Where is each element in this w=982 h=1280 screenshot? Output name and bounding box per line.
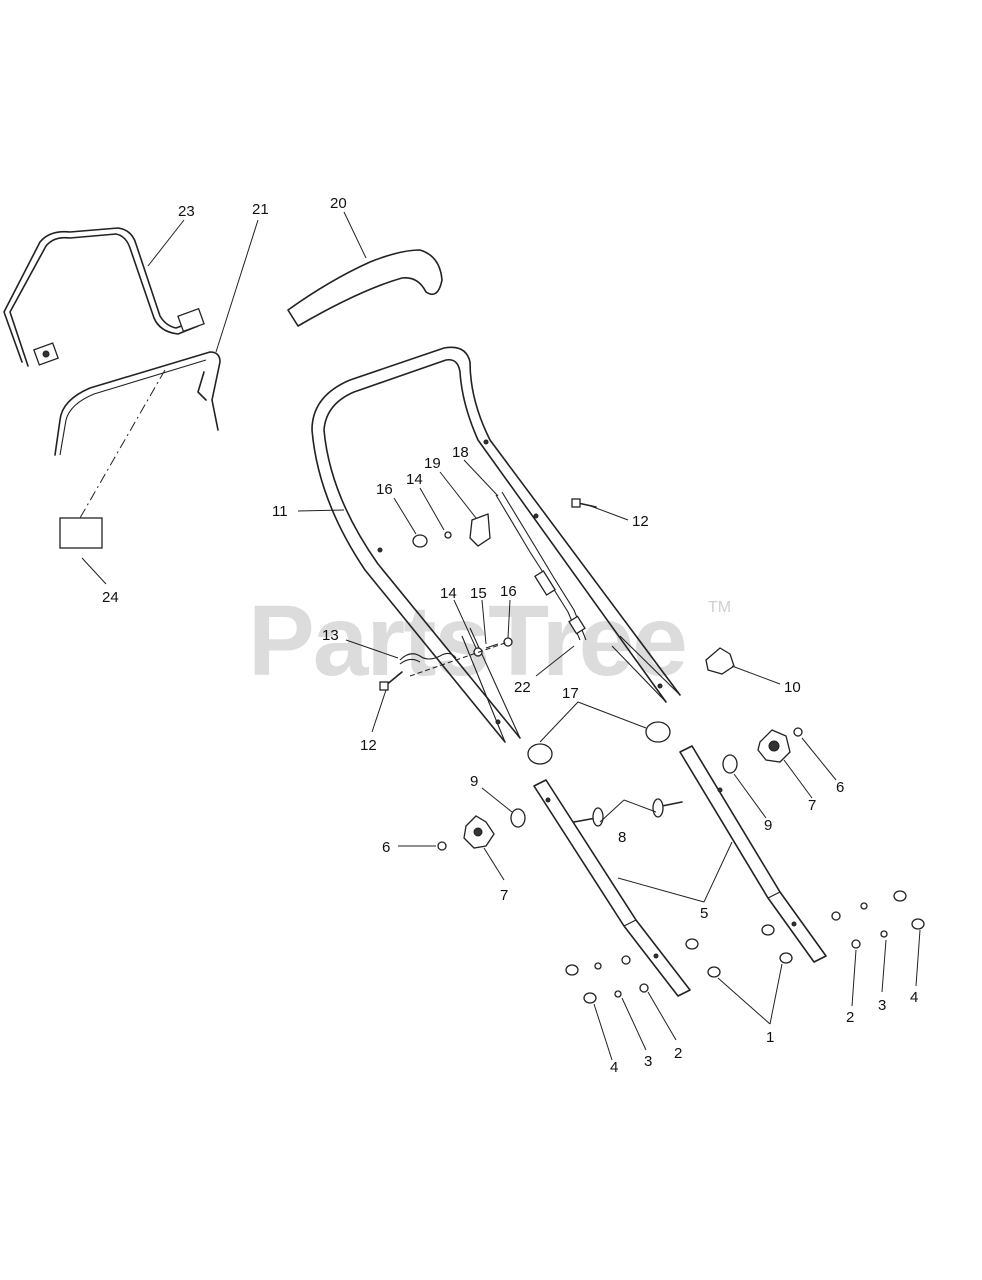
callout-15: 15	[470, 585, 487, 602]
callout-14-lower: 14	[440, 585, 457, 602]
callout-2-right: 2	[846, 1009, 854, 1026]
callout-16-upper: 16	[376, 481, 393, 498]
part-20-grip	[287, 249, 443, 327]
callout-13: 13	[322, 627, 339, 644]
part-9-spacer-left	[510, 808, 526, 828]
part-8-bolt-right	[652, 798, 683, 818]
callout-12-upper: 12	[632, 513, 649, 530]
part-10-knob	[705, 647, 735, 675]
callout-11: 11	[272, 503, 288, 520]
callout-23: 23	[178, 203, 195, 220]
watermark-text: PartsTree	[248, 585, 686, 697]
part-1-bushings	[685, 924, 793, 978]
part-6-nut-left	[437, 841, 447, 851]
part-21-control-rod	[54, 351, 221, 456]
part-5-lower-handle-left	[533, 779, 691, 997]
part-7-knob-right	[757, 729, 791, 763]
part-13-spring	[399, 652, 457, 665]
callout-9-left: 9	[470, 773, 478, 790]
callout-6-left: 6	[382, 839, 390, 856]
callout-2-left: 2	[674, 1045, 682, 1062]
part-23-bail	[3, 227, 205, 367]
callout-22: 22	[514, 679, 531, 696]
part-16-bushing-upper	[412, 534, 428, 548]
part-11-upper-handle	[311, 346, 681, 743]
callout-4-right: 4	[910, 989, 918, 1006]
callout-labels: 23 21 20 11 19 18 16 14 12 24 14 15 16 1…	[102, 195, 918, 1076]
callout-7-left: 7	[500, 887, 508, 904]
part-17-cap-left	[527, 743, 553, 765]
callout-16-lower: 16	[500, 583, 517, 600]
callout-1: 1	[766, 1029, 774, 1046]
callout-18: 18	[452, 444, 469, 461]
callout-19: 19	[424, 455, 441, 472]
part-14-washer-upper	[444, 531, 452, 539]
part-7-knob-left	[463, 815, 495, 849]
callout-20: 20	[330, 195, 347, 212]
callout-21: 21	[252, 201, 269, 218]
watermark-trademark: TM	[708, 599, 731, 616]
callout-7-right: 7	[808, 797, 816, 814]
part-8-bolt-left	[573, 807, 604, 827]
callout-3-left: 3	[644, 1053, 652, 1070]
callout-12-lower: 12	[360, 737, 377, 754]
part-5-lower-handle-right	[679, 745, 827, 963]
part-12-bolt-lower	[379, 671, 403, 691]
part-12-bolt-upper	[571, 498, 597, 508]
callout-5: 5	[700, 905, 708, 922]
callout-8: 8	[618, 829, 626, 846]
part-17-cap-right	[645, 721, 671, 743]
callout-14-upper: 14	[406, 471, 423, 488]
part-6-nut-right	[793, 727, 803, 737]
callout-3-right: 3	[878, 997, 886, 1014]
callout-4-left: 4	[610, 1059, 618, 1076]
callout-24: 24	[102, 589, 119, 606]
part-16-bushing-lower	[503, 637, 513, 647]
callout-17: 17	[562, 685, 579, 702]
part-22-cable	[495, 491, 587, 641]
part-9-spacer-right	[722, 754, 738, 774]
leader-lines	[81, 211, 921, 1061]
part-15-pin	[485, 643, 499, 649]
part-19-clip	[469, 513, 491, 547]
lower-hardware-left	[565, 955, 649, 1004]
callout-10: 10	[784, 679, 801, 696]
lower-hardware-right	[831, 890, 925, 949]
part-24-label	[59, 517, 103, 549]
callout-9-right: 9	[764, 817, 772, 834]
callout-6-right: 6	[836, 779, 844, 796]
